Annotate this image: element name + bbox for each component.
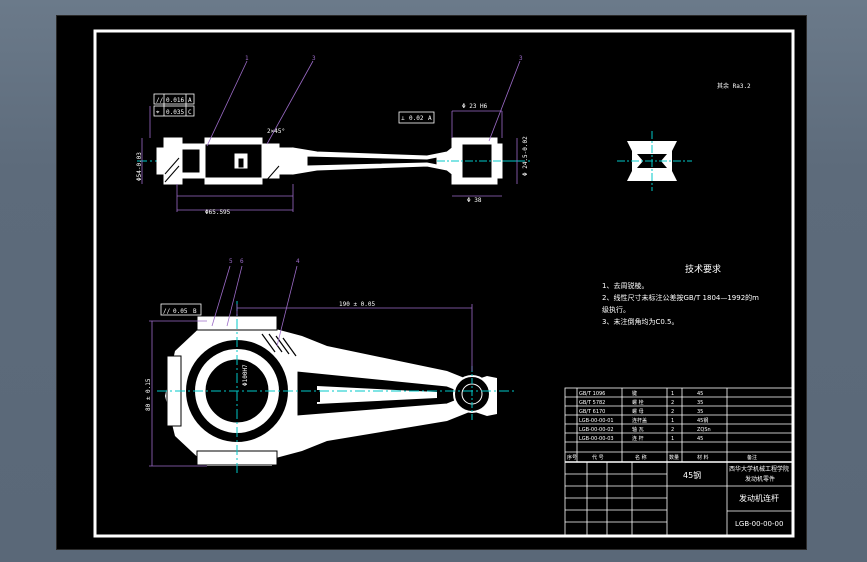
dim-left-dia-text: Φ54-0.03 [136, 152, 143, 181]
dim-length-text: 190 ± 0.05 [339, 301, 376, 308]
tol-frame-2-symbol: ⌖ [156, 109, 160, 116]
row-6-code: LGB-00-00-03 [579, 436, 614, 442]
row-4-code: LGB-00-00-01 [579, 418, 614, 424]
row-3-mat: 35 [697, 409, 703, 415]
tech-item-1: 1、去周锐棱。 [602, 281, 648, 290]
dim-right-bore-text: Φ 24.5-0.02 [522, 136, 529, 176]
header-note: 备注 [747, 454, 757, 461]
front-view [149, 265, 517, 476]
tol-bottom-datum: B [193, 308, 197, 315]
row-6-name: 连 杆 [632, 435, 644, 442]
section-view [617, 131, 692, 191]
row-4-name: 连杆盖 [632, 417, 647, 424]
row-2-mat: 35 [697, 400, 703, 406]
header-mat: 材 料 [697, 454, 709, 461]
key-slot-inner [237, 157, 245, 169]
tol-frame-1-value: 0.016 [166, 97, 184, 104]
school-sub-text: 发动机零件 [745, 475, 775, 483]
ra-note: 其余 Ra3.2 [717, 82, 751, 90]
dim-big-bore-text: Φ100H7 [242, 364, 249, 386]
part-name-text: 发动机连杆 [739, 493, 779, 503]
leader-3a [266, 60, 314, 145]
drawing-border [93, 29, 795, 538]
drawing-no-text: LGB-00-00-00 [735, 520, 783, 528]
tech-item-3: 3、未注倒角均为C0.5。 [602, 317, 678, 326]
tol-frame-2-value: 0.035 [166, 109, 184, 116]
row-3-qty: 2 [671, 409, 674, 415]
tol-frame-3-symbol: ⊥ [401, 115, 405, 122]
row-6-qty: 1 [671, 436, 674, 442]
dim-bore-text: Φ65.595 [205, 209, 231, 216]
row-1-mat: 45 [697, 391, 703, 397]
balloon-1: 1 [245, 55, 249, 62]
tol-bottom-value: 0.05 [173, 308, 188, 315]
tol-bottom-symbol: // [163, 308, 171, 315]
row-1-name: 键 [632, 390, 637, 397]
dim-right-bottom-text: Φ 38 [467, 197, 482, 204]
tol-frame-2-datum: C [188, 109, 192, 116]
leader-1 [206, 60, 248, 147]
leader-3b [488, 60, 521, 142]
engineering-drawing: 1 3 3 Φ65.595 Φ 38 Φ 23 H6 2×45° 其余 Ra3.… [93, 29, 795, 538]
dim-height-text: 80 ± 0.15 [145, 378, 152, 411]
row-4-mat: 45钢 [697, 417, 708, 424]
tol-frame-3-value: 0.02 [409, 115, 424, 122]
header-code: 代 号 [592, 454, 604, 461]
dim-right-top-text: Φ 23 H6 [462, 103, 488, 110]
title-block [564, 387, 794, 537]
left-pocket [181, 148, 201, 174]
row-1-code: GB/T 1096 [579, 391, 605, 397]
school-text: 西华大学机械工程学院 [729, 465, 789, 473]
header-seq: 序号 [567, 454, 577, 461]
tol-frame-1-symbol: // [156, 97, 164, 104]
cad-canvas[interactable]: 1 3 3 Φ65.595 Φ 38 Φ 23 H6 2×45° 其余 Ra3.… [56, 15, 807, 550]
row-3-code: GB/T 6170 [579, 409, 605, 415]
row-5-code: LGB-00-00-02 [579, 427, 614, 433]
balloon-3b: 3 [519, 55, 523, 62]
row-3-name: 螺 母 [632, 408, 644, 415]
balloon-4: 4 [296, 258, 300, 265]
row-1-qty: 1 [671, 391, 674, 397]
row-2-qty: 2 [671, 400, 674, 406]
tol-frame-3-datum: A [428, 115, 432, 122]
tol-frame-1-datum: A [188, 97, 192, 104]
row-4-qty: 1 [671, 418, 674, 424]
beam-web [306, 155, 438, 167]
top-view [137, 60, 532, 212]
tech-item-2b: 级执行。 [602, 305, 630, 314]
tech-title: 技术要求 [685, 263, 721, 275]
material-text: 45钢 [683, 470, 701, 480]
header-name: 名 称 [635, 454, 647, 461]
big-end-bore [204, 143, 263, 179]
balloon-6: 6 [240, 258, 244, 265]
row-6-mat: 45 [697, 436, 703, 442]
row-2-name: 螺 栓 [632, 399, 644, 406]
balloon-5: 5 [229, 258, 233, 265]
small-note-left: 2×45° [267, 128, 285, 135]
row-5-mat: ZQSn [697, 427, 711, 433]
row-5-name: 轴 瓦 [632, 426, 644, 433]
balloon-3a: 3 [312, 55, 316, 62]
tech-item-2: 2、线性尺寸未标注公差按GB/T 1804—1992的m [602, 293, 759, 302]
header-qty: 数量 [669, 454, 679, 461]
tech-requirements: 技术要求 1、去周锐棱。 2、线性尺寸未标注公差按GB/T 1804—1992的… [602, 263, 759, 326]
row-5-qty: 2 [671, 427, 674, 433]
row-2-code: GB/T 5782 [579, 400, 605, 406]
